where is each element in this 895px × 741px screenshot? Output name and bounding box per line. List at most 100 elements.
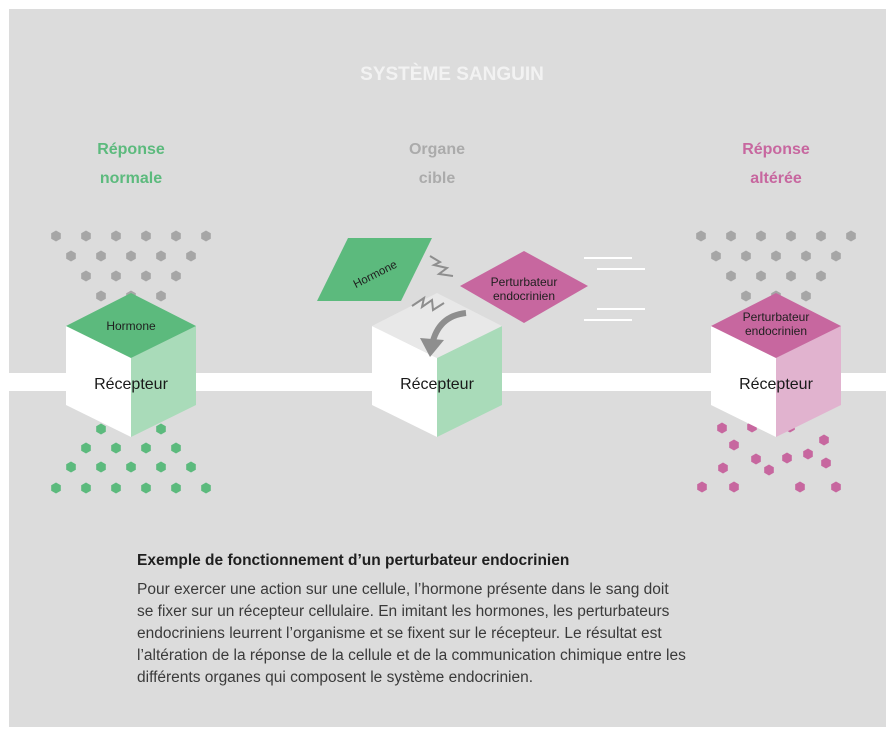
column-label-target-line2: cible xyxy=(419,170,456,187)
disruptor-label-bound-line1: Perturbateur xyxy=(743,310,810,324)
hormone-molecule-dot xyxy=(786,270,796,282)
hormone-molecule-dot xyxy=(846,230,856,242)
altered-molecule-dot xyxy=(718,462,728,474)
hormone-molecule-dot xyxy=(816,230,826,242)
hormone-molecule-dot xyxy=(141,230,151,242)
altered-molecule-dot xyxy=(795,481,805,493)
column-label-normal-line1: Réponse xyxy=(97,141,165,158)
hormone-molecule-dot xyxy=(156,250,166,262)
column-label-altered-line2: altérée xyxy=(750,170,802,187)
hormone-molecules-top-left xyxy=(51,230,211,302)
response-molecule-dot xyxy=(66,461,76,473)
receptor-label-altered: Récepteur xyxy=(739,376,813,393)
response-molecule-dot xyxy=(141,482,151,494)
receptor-label-normal: Récepteur xyxy=(94,376,168,393)
hormone-molecule-dot xyxy=(186,250,196,262)
hormone-shape xyxy=(317,238,432,301)
altered-molecule-dot xyxy=(697,481,707,493)
hormone-label-normal: Hormone xyxy=(106,319,156,333)
altered-molecule-dot xyxy=(751,453,761,465)
hormone-molecule-dot xyxy=(141,270,151,282)
response-molecule-dot xyxy=(111,442,121,454)
response-molecule-dot xyxy=(96,423,106,435)
disruptor-bound-top xyxy=(711,293,841,358)
collision-mark-upper xyxy=(429,255,454,277)
column-label-target-line1: Organe xyxy=(409,141,465,158)
hormone-molecule-dot xyxy=(756,270,766,282)
altered-molecule-dot xyxy=(729,481,739,493)
response-molecules-normal xyxy=(51,423,211,494)
hormone-molecule-dot xyxy=(786,230,796,242)
caption-title: Exemple de fonctionnement d’un perturbat… xyxy=(137,552,570,569)
hormone-molecule-dot xyxy=(741,290,751,302)
hormone-molecule-dot xyxy=(831,250,841,262)
endocrine-disruptor-approaching: Perturbateur endocrinien xyxy=(460,251,588,323)
response-molecule-dot xyxy=(81,442,91,454)
binding-arrow-head xyxy=(420,338,444,357)
hormone-molecule-dot xyxy=(756,230,766,242)
caption: Exemple de fonctionnement d’un perturbat… xyxy=(137,552,757,689)
receptor-side-face xyxy=(776,326,841,437)
hormone-molecule-dot xyxy=(171,230,181,242)
receptor-side-face xyxy=(437,326,502,437)
altered-molecule-dot xyxy=(803,448,813,460)
receptor-cube-altered: Perturbateur endocrinien Récepteur xyxy=(711,293,841,437)
blood-system-title: SYSTÈME SANGUIN xyxy=(360,63,544,85)
disruptor-label-bound-line2: endocrinien xyxy=(745,324,807,338)
response-molecule-dot xyxy=(201,482,211,494)
receptor-label-target: Récepteur xyxy=(400,376,474,393)
response-molecule-dot xyxy=(81,482,91,494)
altered-molecule-dot xyxy=(764,464,774,476)
hormone-molecule-dot xyxy=(816,270,826,282)
hormone-molecule-dot xyxy=(801,250,811,262)
hormone-molecule-dot xyxy=(96,290,106,302)
response-molecule-dot xyxy=(111,482,121,494)
response-molecule-dot xyxy=(186,461,196,473)
disruptor-label-line1: Perturbateur xyxy=(491,275,558,289)
hormone-molecule-dot xyxy=(156,290,166,302)
caption-line: se fixer sur un récepteur cellulaire. En… xyxy=(137,603,670,620)
caption-line: endocriniens leurrent l’organisme et se … xyxy=(137,625,662,642)
hormone-molecule-dot xyxy=(66,250,76,262)
caption-line: différents organes qui composent le syst… xyxy=(137,669,534,686)
receptor-front-face xyxy=(372,326,437,437)
response-molecule-dot xyxy=(126,461,136,473)
response-molecule-dot xyxy=(171,482,181,494)
hormone-molecule-dot xyxy=(111,230,121,242)
hormone-molecule-dot xyxy=(201,230,211,242)
altered-molecule-dot xyxy=(782,452,792,464)
caption-line: l’altération de la réponse de la cellule… xyxy=(137,647,686,664)
caption-body: Pour exercer une action sur une cellule,… xyxy=(137,579,757,689)
motion-lines xyxy=(584,257,645,321)
hormone-molecule-dot xyxy=(741,250,751,262)
hormone-molecule-dot xyxy=(81,270,91,282)
hormone-molecule-dot xyxy=(96,250,106,262)
hormone-molecule-dot xyxy=(696,230,706,242)
hormone-molecule-dot xyxy=(171,270,181,282)
response-molecule-dot xyxy=(156,461,166,473)
response-molecule-dot xyxy=(96,461,106,473)
altered-molecule-dot xyxy=(819,434,829,446)
hormone-molecule-dot xyxy=(726,230,736,242)
response-molecule-dot xyxy=(171,442,181,454)
hormone-molecule-dot xyxy=(51,230,61,242)
collision-mark-lower xyxy=(411,295,445,312)
hormone-molecule-dot xyxy=(126,250,136,262)
column-label-altered-line1: Réponse xyxy=(742,141,810,158)
response-molecule-dot xyxy=(156,423,166,435)
disruptor-label-line2: endocrinien xyxy=(493,289,555,303)
hormone-molecule-dot xyxy=(771,250,781,262)
altered-molecule-dot xyxy=(717,422,727,434)
altered-molecule-dot xyxy=(821,457,831,469)
response-molecule-dot xyxy=(141,442,151,454)
hormone-molecule-dot xyxy=(726,270,736,282)
hormone-molecule-dot xyxy=(81,230,91,242)
response-molecule-dot xyxy=(51,482,61,494)
caption-line: Pour exercer une action sur une cellule,… xyxy=(137,581,669,598)
disruptor-shape xyxy=(460,251,588,323)
altered-molecule-dot xyxy=(831,481,841,493)
column-label-normal-line2: normale xyxy=(100,170,162,187)
hormone-bound-top xyxy=(66,293,196,358)
